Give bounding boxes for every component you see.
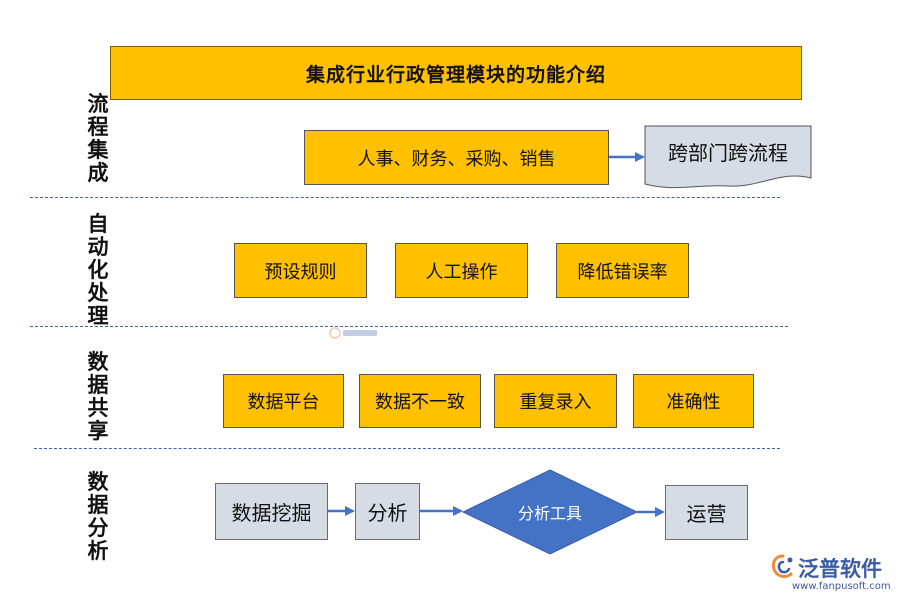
analysis-tool-label: 分析工具 (517, 504, 582, 523)
logo-url: www.fanpusoft.com (792, 581, 891, 592)
cross-department-document-label: 跨部门跨流程 (668, 140, 788, 165)
sharing-box-data-inconsistency: 数据不一致 (359, 374, 481, 428)
diagram-title: 集成行业行政管理模块的功能介绍 (110, 46, 802, 100)
section-label-process-integration: 流程集成 (87, 91, 109, 185)
analysis-box-analysis: 分析 (355, 483, 420, 540)
analysis-box-operations: 运营 (665, 485, 748, 540)
section-label-data-analysis: 数据分析 (87, 469, 109, 563)
automation-box-preset-rules: 预设规则 (234, 243, 367, 298)
analysis-tool-diamond (461, 469, 639, 555)
cross-department-document-shape (644, 125, 812, 189)
section-label-automation: 自动化处理 (87, 211, 109, 328)
analysis-box-data-mining: 数据挖掘 (215, 483, 328, 540)
faint-logo-watermark (329, 327, 377, 339)
sharing-box-accuracy: 准确性 (633, 374, 754, 428)
swirl-logo-icon (771, 554, 793, 578)
section-label-data-sharing: 数据共享 (87, 349, 109, 443)
sharing-box-data-platform: 数据平台 (223, 374, 344, 428)
automation-box-manual-operation: 人工操作 (395, 243, 528, 298)
logo-name: 泛普软件 (798, 557, 882, 581)
section-divider-1 (30, 197, 780, 198)
section-divider-3 (34, 448, 780, 449)
company-logo: 泛普软件 www.fanpusoft.com (770, 553, 895, 595)
section-divider-2 (30, 326, 788, 327)
sharing-box-duplicate-entry: 重复录入 (494, 374, 617, 428)
process-departments-box: 人事、财务、采购、销售 (304, 130, 609, 185)
automation-box-reduce-errors: 降低错误率 (556, 243, 689, 298)
